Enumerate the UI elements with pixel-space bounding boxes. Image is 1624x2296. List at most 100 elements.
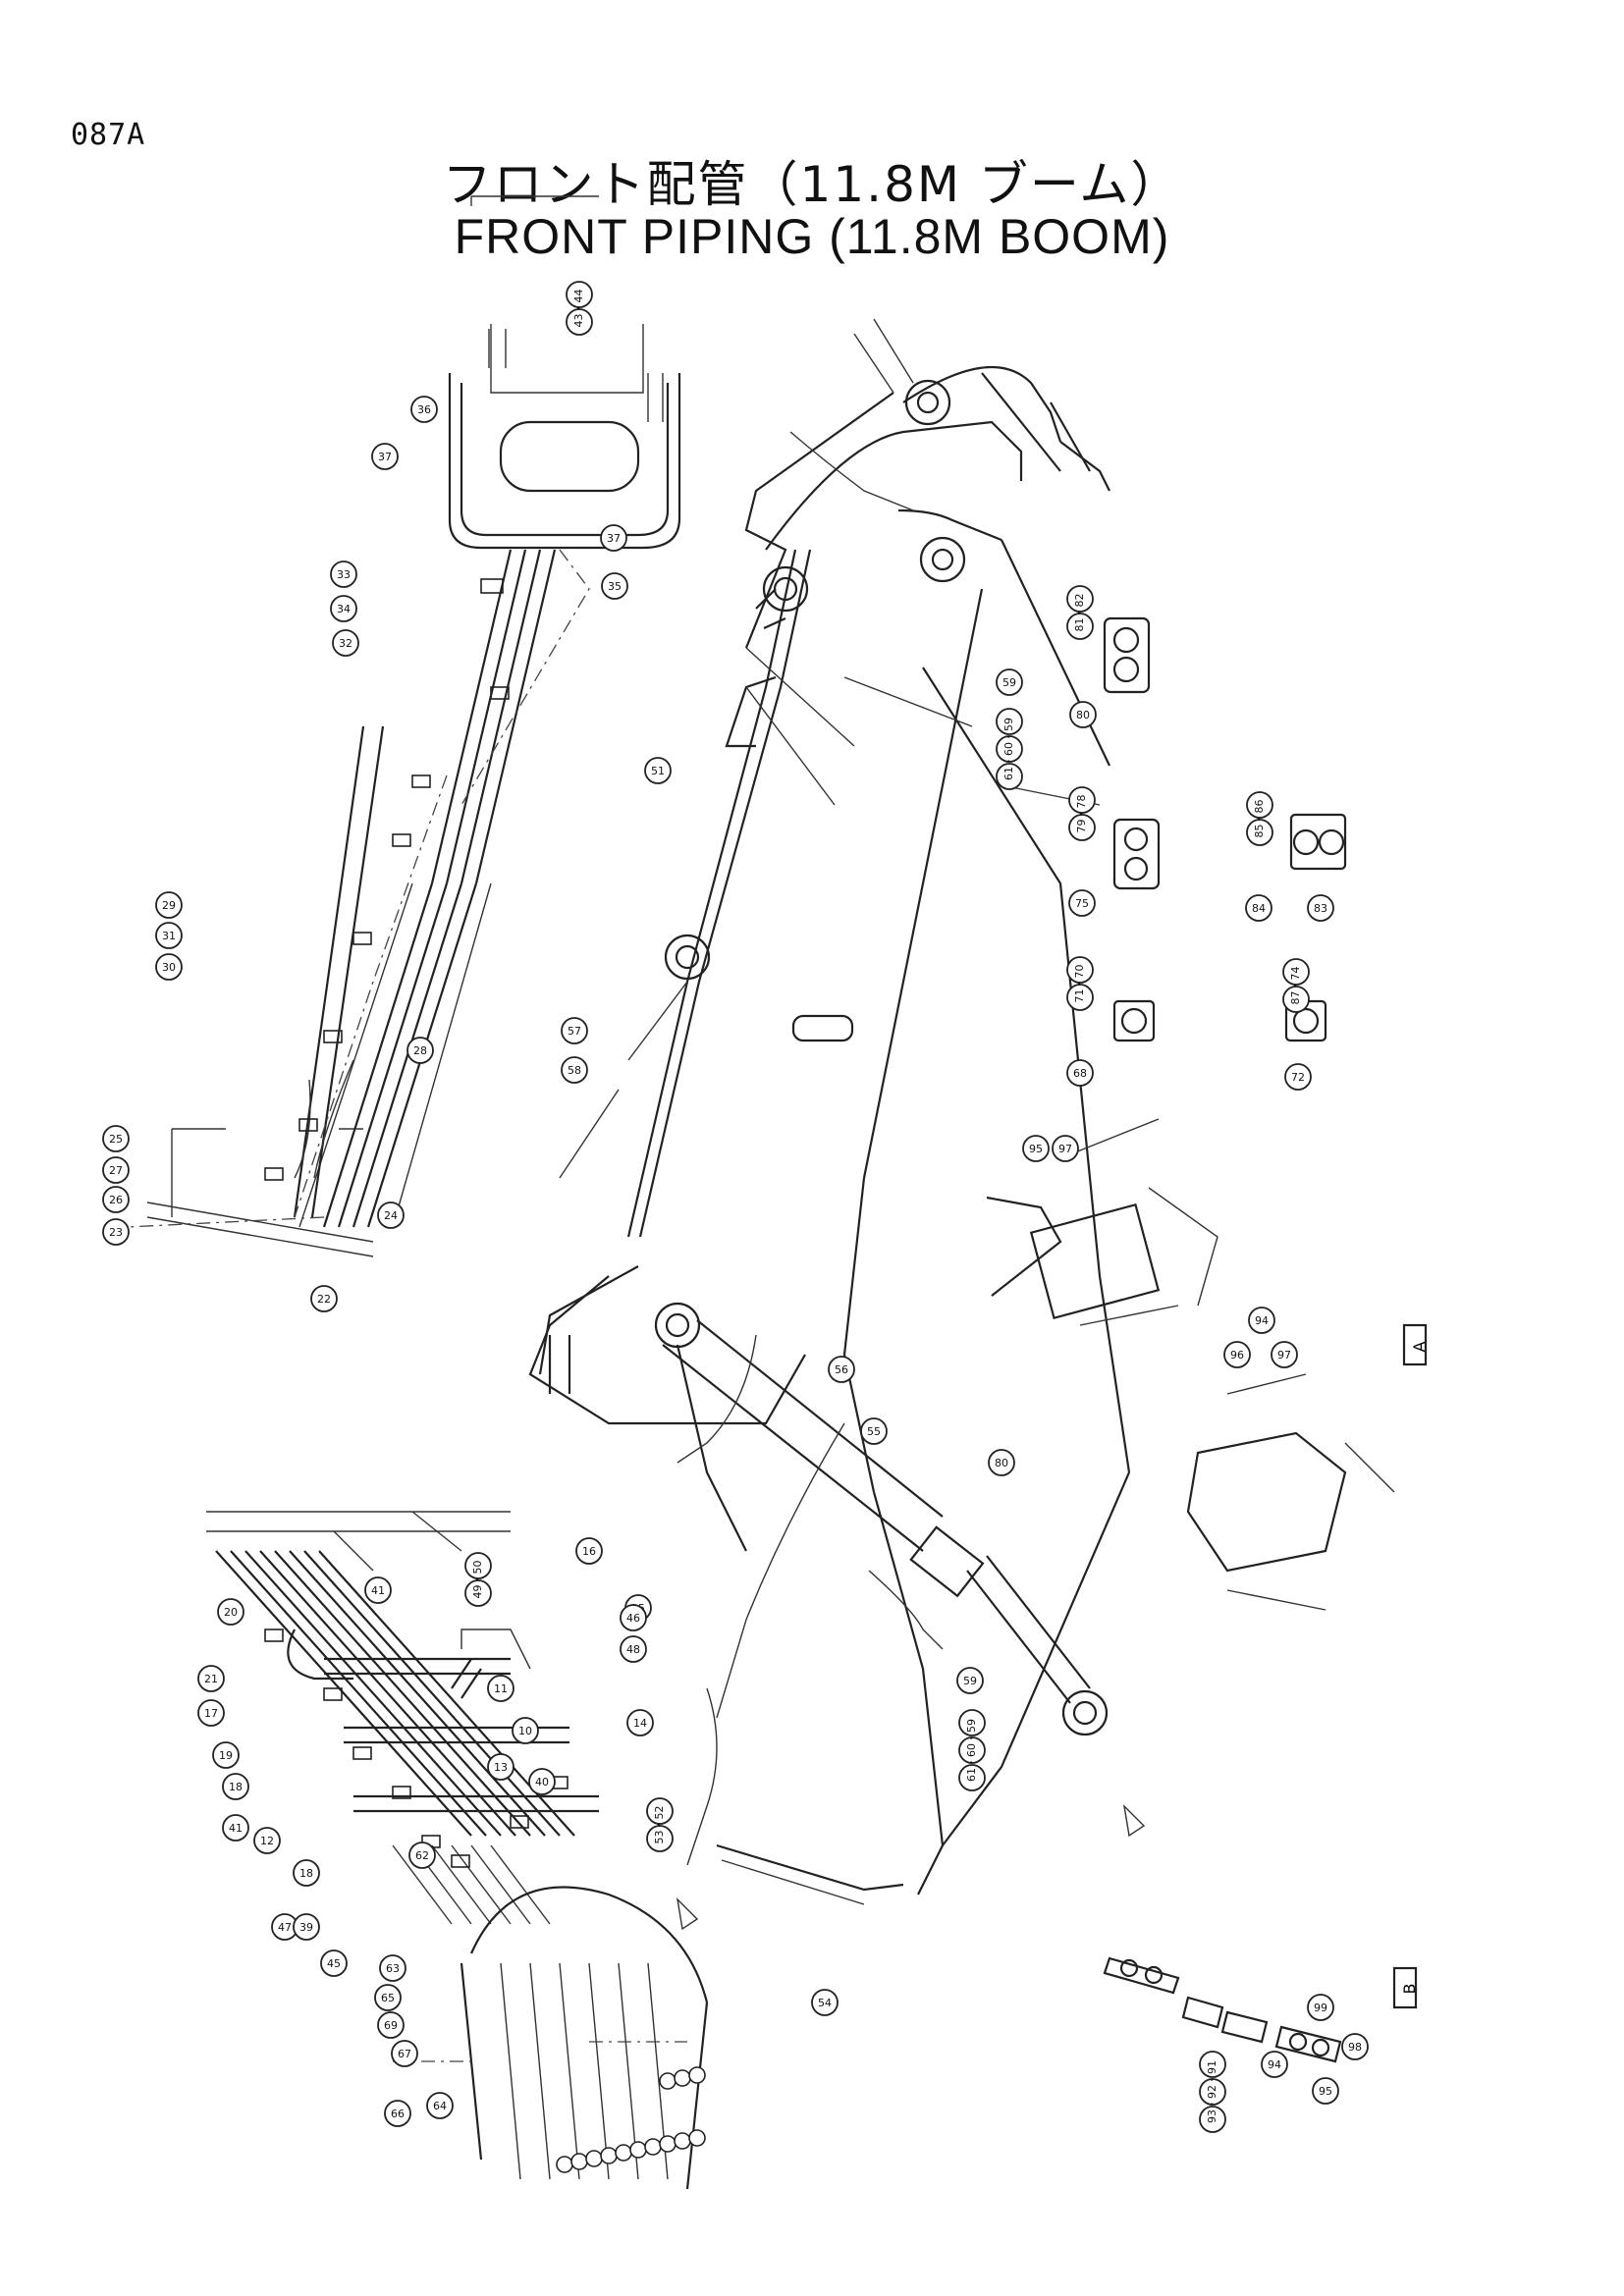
part-callout-98: 98: [1341, 2033, 1369, 2060]
part-callout-94b: 94: [1261, 2051, 1288, 2078]
callout-circle: [1307, 894, 1334, 922]
callout-circle: [217, 1598, 244, 1626]
callout-circle: [620, 1635, 647, 1663]
part-callout-21: 21: [197, 1665, 225, 1692]
callout-circle: [377, 1201, 405, 1229]
part-callout-53-52: 53・52: [646, 1797, 674, 1852]
part-callout-99: 99: [1307, 1994, 1334, 2021]
callout-circle: [988, 1449, 1015, 1476]
part-callout-58: 58: [561, 1056, 588, 1084]
callout-label: 47: [278, 1921, 292, 1934]
part-callout-36: 36: [410, 396, 438, 423]
callout-circle: [377, 2011, 405, 2039]
callout-label: 55: [867, 1425, 881, 1438]
callout-label: 93・92・91: [1206, 2060, 1218, 2123]
part-callout-10: 10: [512, 1717, 539, 1744]
callout-label: 83: [1314, 902, 1327, 915]
callout-circle: [1246, 791, 1273, 819]
callout-circle: [1066, 585, 1094, 613]
callout-circle: [958, 1736, 986, 1764]
part-callout-59a: 59: [996, 668, 1023, 696]
callout-circle: [1341, 2033, 1369, 2060]
callout-circle: [222, 1814, 249, 1842]
callout-circle: [1199, 2078, 1226, 2106]
callout-label: 17: [204, 1707, 218, 1720]
part-callout-80b: 80: [988, 1449, 1015, 1476]
callout-label: 56: [835, 1363, 848, 1376]
callout-circle: [464, 1552, 492, 1579]
callout-circle: [1066, 613, 1094, 640]
part-callout-56: 56: [828, 1356, 855, 1383]
callout-label: 87・74: [1289, 967, 1302, 1005]
callout-circle: [406, 1037, 434, 1064]
callout-label: 41: [229, 1822, 243, 1835]
callout-circle: [310, 1285, 338, 1312]
part-callout-31: 31: [155, 922, 183, 949]
part-callout-32a: 32: [332, 629, 359, 657]
callout-circle: [575, 1537, 603, 1565]
callout-label: 22: [317, 1293, 331, 1306]
title-english: FRONT PIPING (11.8M BOOM): [454, 209, 1170, 264]
callout-circle: [958, 1709, 986, 1736]
view-b-label: B: [1400, 1984, 1419, 1995]
callout-circle: [391, 2040, 418, 2067]
callout-label: 34: [337, 603, 351, 615]
part-callout-29: 29: [155, 891, 183, 919]
callout-circle: [1307, 1994, 1334, 2021]
callout-circle: [102, 1125, 130, 1152]
callout-label: 51: [651, 765, 665, 777]
part-callout-66: 66: [384, 2100, 411, 2127]
callout-label: 95: [1029, 1143, 1043, 1155]
callout-label: 95: [1319, 2085, 1332, 2098]
callout-label: 49・50: [471, 1561, 484, 1599]
callout-label: 31: [162, 930, 176, 942]
part-callout-49-50: 49・50: [464, 1552, 492, 1607]
callout-label: 59: [1002, 676, 1016, 689]
callout-circle: [996, 668, 1023, 696]
part-callout-12: 12: [253, 1827, 281, 1854]
boom-structure: [528, 318, 1131, 1896]
callout-circle: [996, 708, 1023, 735]
callout-label: 20: [224, 1606, 238, 1619]
callout-label: 99: [1314, 2002, 1327, 2014]
callout-label: 29: [162, 899, 176, 912]
callout-label: 40: [535, 1776, 549, 1789]
callout-label: 59: [963, 1675, 977, 1687]
callout-circle: [956, 1667, 984, 1694]
callout-label: 62: [415, 1849, 429, 1862]
part-callout-94a: 94: [1248, 1307, 1275, 1334]
callout-circle: [566, 281, 593, 308]
callout-circle: [1066, 984, 1094, 1011]
callout-label: 64: [433, 2100, 447, 2112]
callout-circle: [1284, 1063, 1312, 1091]
callout-label: 54: [818, 1997, 832, 2009]
page-code: 087A: [71, 118, 146, 152]
callout-circle: [332, 629, 359, 657]
callout-circle: [1312, 2077, 1339, 2105]
callout-circle: [293, 1913, 320, 1941]
part-callout-22: 22: [310, 1285, 338, 1312]
callout-circle: [212, 1741, 240, 1769]
part-callout-97a: 97: [1052, 1135, 1079, 1162]
callout-label: 24: [384, 1209, 398, 1222]
callout-label: 72: [1291, 1071, 1305, 1084]
callout-label: 48: [626, 1643, 640, 1656]
callout-circle: [464, 1579, 492, 1607]
callout-label: 26: [109, 1194, 123, 1206]
callout-circle: [330, 561, 357, 588]
part-callout-59b: 59: [956, 1667, 984, 1694]
part-callouts: 363733343229313025272623222428353743・445…: [102, 281, 1369, 2133]
callout-label: 30: [162, 961, 176, 974]
part-callout-33: 33: [330, 561, 357, 588]
callout-label: 57: [568, 1025, 581, 1038]
callout-label: 97: [1058, 1143, 1072, 1155]
part-callout-47: 47: [271, 1913, 298, 1941]
part-callout-55: 55: [860, 1417, 888, 1445]
callout-label: 67: [398, 2048, 411, 2060]
part-callout-39: 39: [293, 1913, 320, 1941]
callout-circle: [646, 1825, 674, 1852]
part-callout-41b: 41: [222, 1814, 249, 1842]
callout-circle: [374, 1984, 402, 2011]
callout-circle: [601, 572, 628, 600]
callout-circle: [958, 1764, 986, 1791]
